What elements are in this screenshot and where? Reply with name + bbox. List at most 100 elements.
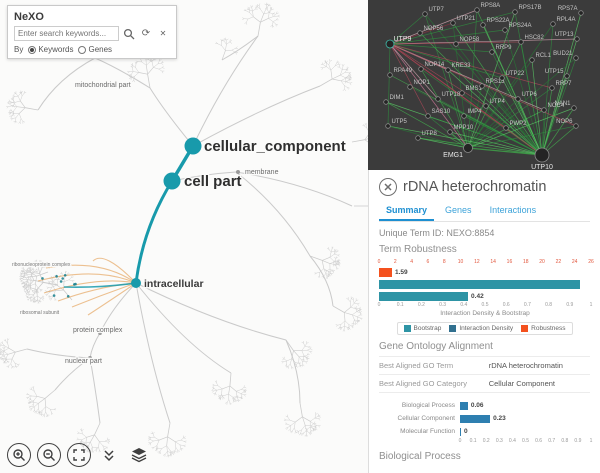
gene-label-BMS1: BMS1 [466, 86, 483, 92]
search-icon[interactable] [122, 27, 136, 41]
gene-node-DIM1[interactable] [383, 99, 389, 105]
gene-node-UTP15[interactable] [564, 73, 570, 79]
gene-label-UTP10: UTP10 [531, 164, 553, 170]
tree-label-nuclear-part[interactable]: nuclear part [64, 357, 104, 367]
zoom-out-button[interactable] [37, 443, 61, 467]
tree-label-cellular-component[interactable]: cellular_component [203, 137, 347, 157]
gene-node-NOC4[interactable] [541, 107, 547, 113]
gene-node-RRP7[interactable] [549, 85, 555, 91]
search-input[interactable] [14, 26, 119, 41]
gene-node-KRE33[interactable] [445, 67, 451, 73]
gene-node-NOP1[interactable] [407, 84, 413, 90]
details-tabs: Summary Genes Interactions [379, 202, 590, 222]
gene-node-UTP21[interactable] [450, 20, 456, 26]
gene-node-RPS13[interactable] [479, 83, 485, 89]
gene-node-SAS10[interactable] [425, 113, 431, 119]
gene-node-NOP58[interactable] [453, 41, 459, 47]
radio-keywords[interactable]: Keywords [28, 45, 73, 54]
term-node-cell-part[interactable] [163, 172, 181, 190]
tree-label-protein-complex[interactable]: protein complex [72, 326, 124, 336]
term-id-value: NEXO:8854 [446, 228, 495, 238]
app-title: NeXO [14, 11, 44, 23]
gene-node-NOP14[interactable] [418, 66, 424, 72]
tab-summary[interactable]: Summary [379, 202, 435, 221]
zoom-in-button[interactable] [7, 443, 31, 467]
radio-genes[interactable]: Genes [78, 45, 112, 54]
gene-node-RRP9[interactable] [489, 49, 495, 55]
gene-node-MPP10[interactable] [447, 129, 453, 135]
fit-to-screen-button[interactable] [67, 443, 91, 467]
refresh-icon[interactable]: ⟳ [141, 27, 151, 39]
gene-node-UTP7[interactable] [422, 11, 428, 17]
bar-interaction-density: 0.42 [379, 290, 591, 302]
tree-label-ribonucleoprotein-complex[interactable]: ribonucleoprotein complex [11, 261, 72, 270]
gene-node-RPS8A[interactable] [474, 7, 480, 13]
gene-node-UTP9[interactable] [385, 39, 395, 49]
gene-label-NOP6: NOP6 [556, 119, 573, 125]
bar-robustness: 1.59 [379, 266, 591, 278]
gene-node-UTP18[interactable] [435, 96, 441, 102]
gene-node-UTP13[interactable] [574, 36, 580, 42]
gene-label-IMP4: IMP4 [468, 109, 483, 115]
gene-node-RPS22A[interactable] [480, 22, 486, 28]
tree-label-membrane[interactable]: membrane [244, 168, 280, 178]
term-node-intracellular[interactable] [131, 278, 141, 288]
gene-label-MPP10: MPP10 [454, 125, 474, 131]
gene-node-NOP6[interactable] [573, 123, 579, 129]
gene-node-RCL1[interactable] [529, 57, 535, 63]
gene-label-EMG1: EMG1 [443, 152, 463, 159]
tree-label-ribosomal-subunit[interactable]: ribosomal subunit [19, 309, 61, 318]
term-node-cellular-component[interactable] [184, 137, 202, 155]
tree-label-mitochondrial-part[interactable]: mitochondrial part [74, 81, 132, 91]
gene-label-UTP4: UTP4 [490, 99, 506, 105]
gene-label-UTP7: UTP7 [429, 7, 445, 13]
gene-label-NAN1: NAN1 [554, 101, 571, 107]
close-icon[interactable] [379, 178, 397, 196]
gene-node-RPA49[interactable] [387, 72, 393, 78]
gene-node-BMS1[interactable] [459, 90, 465, 96]
gene-node-UTP5[interactable] [385, 123, 391, 129]
tree-label-cell-part[interactable]: cell part [183, 172, 243, 192]
gene-node-IMP4[interactable] [461, 113, 467, 119]
gene-node-PWP2[interactable] [503, 125, 509, 131]
gene-label-RRP9: RRP9 [496, 45, 513, 51]
gene-label-BUD21: BUD21 [553, 51, 573, 57]
term-title: rDNA heterochromatin [403, 179, 547, 195]
clear-icon[interactable]: ✕ [159, 28, 167, 38]
gene-label-UTP6: UTP6 [522, 92, 538, 98]
gene-node-UTP8[interactable] [415, 135, 421, 141]
gene-node-RPS24A[interactable] [502, 27, 508, 33]
legend-item-interaction-density: Interaction Density [449, 325, 513, 332]
collapse-button[interactable] [97, 443, 121, 467]
gene-node-NAN1[interactable] [571, 105, 577, 111]
gene-node-RPL4A[interactable] [550, 21, 556, 27]
gene-node-RPS7A[interactable] [578, 10, 584, 16]
gene-node-RPS17B[interactable] [512, 9, 518, 15]
layers-button[interactable] [127, 443, 151, 467]
gene-node-UTP6[interactable] [515, 96, 521, 102]
gene-label-RPA49: RPA49 [394, 68, 413, 74]
tab-interactions[interactable]: Interactions [489, 205, 537, 215]
gene-node-UTP10[interactable] [534, 147, 550, 163]
gene-node-EMG1[interactable] [463, 143, 473, 153]
tree-label-intracellular[interactable]: intracellular [143, 277, 205, 292]
gene-node-BUD21[interactable] [573, 55, 579, 61]
tab-genes[interactable]: Genes [445, 205, 472, 215]
gene-node-NOP56[interactable] [417, 30, 423, 36]
gene-node-UTP22[interactable] [499, 75, 505, 81]
gene-label-UTP18: UTP18 [442, 92, 461, 98]
robustness-axis-title: Interaction Density & Bootstrap [440, 310, 530, 317]
gene-label-NOC4: NOC4 [548, 103, 565, 109]
gene-node-UTP4[interactable] [483, 103, 489, 109]
gene-label-DIM1: DIM1 [390, 95, 405, 101]
go-alignment-section-title: Gene Ontology Alignment [379, 341, 493, 352]
gene-node-HSC82[interactable] [518, 39, 524, 45]
